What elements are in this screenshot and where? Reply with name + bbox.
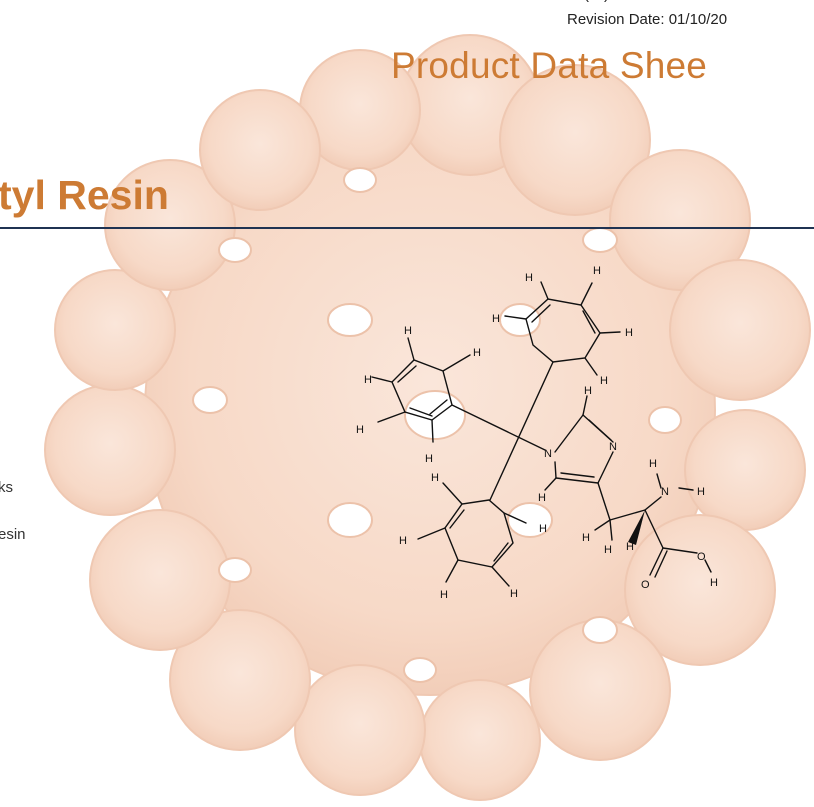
atom-label: H xyxy=(697,486,705,498)
atom-label: H xyxy=(510,588,518,600)
atom-label: H xyxy=(404,325,412,337)
atom-label: H xyxy=(539,523,547,535)
atom-label: H xyxy=(356,424,364,436)
atom-label: H xyxy=(626,541,634,553)
atom-label: H xyxy=(364,374,372,386)
atom-label: H xyxy=(710,577,718,589)
atom-label: H xyxy=(582,532,590,544)
atom-label: H xyxy=(584,385,592,397)
atom-label: H xyxy=(399,535,407,547)
atom-label: H xyxy=(625,327,633,339)
atom-label: H xyxy=(593,265,601,277)
atom-label: H xyxy=(492,313,500,325)
atom-label: N xyxy=(609,441,617,453)
atom-label: O xyxy=(697,551,706,563)
atom-label: H xyxy=(431,472,439,484)
atom-label: O xyxy=(641,579,650,591)
body-text-fragment: esin xyxy=(0,526,26,543)
revision-date: Revision Date: 01/10/20 xyxy=(567,11,728,28)
atom-label: H xyxy=(425,453,433,465)
header-divider xyxy=(0,227,814,229)
document-title: Product Data Shee xyxy=(391,45,708,86)
atom-label: H xyxy=(538,492,546,504)
atom-label: N xyxy=(661,486,669,498)
header-fragment: (…) xyxy=(584,0,609,3)
atom-label: H xyxy=(473,347,481,359)
body-text-fragment: ks xyxy=(0,479,13,496)
atom-label: H xyxy=(649,458,657,470)
atom-label: H xyxy=(600,375,608,387)
atom-label: H xyxy=(525,272,533,284)
atom-label: N xyxy=(544,448,552,460)
atom-label: H xyxy=(604,544,612,556)
atom-label: H xyxy=(440,589,448,601)
product-name: tyl Resin xyxy=(0,172,169,218)
